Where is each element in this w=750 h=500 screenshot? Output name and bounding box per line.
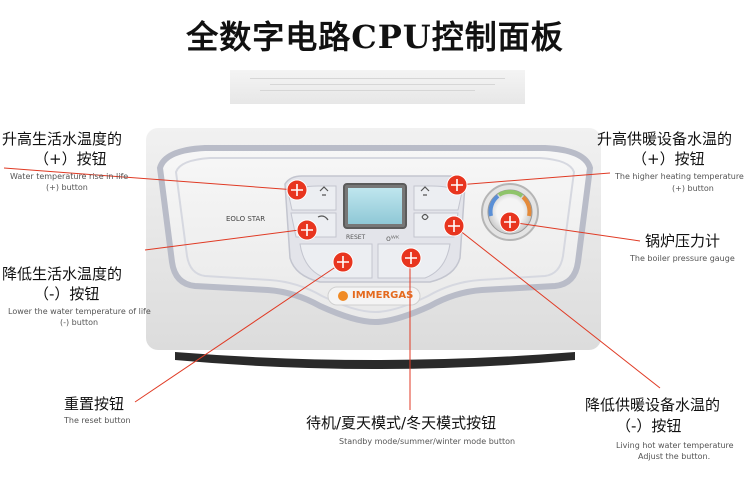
marker-dhw-down (296, 219, 318, 241)
callout-dhw-up-en2: (+) button (46, 183, 88, 192)
callout-heat-up-cn2: （+）按钮 (632, 150, 705, 168)
callout-dhw-down-en2: (-) button (60, 318, 99, 327)
callout-dhw-down-cn2: （-）按钮 (34, 285, 100, 303)
callout-reset-en: The reset button (64, 416, 131, 425)
immergas-logo (327, 286, 421, 306)
reset-label: RESET (346, 234, 366, 241)
marker-heat-down (443, 215, 465, 237)
callout-heat-up-en1: The higher heating temperature (615, 172, 744, 181)
callout-gauge-cn: 锅炉压力计 (645, 232, 721, 250)
brand-label: IMMERGAS (352, 290, 414, 301)
callout-heat-up-en2: (+) button (672, 184, 714, 193)
callout-mode-cn: 待机/夏天模式/冬天模式按钮 (306, 414, 497, 432)
model-label: EOLO STAR (226, 215, 266, 223)
marker-dhw-up (286, 179, 308, 201)
decorative-strip (230, 70, 525, 104)
callout-dhw-up-en1: Water temperature rise in life (10, 172, 129, 181)
marker-mode (400, 247, 422, 269)
marker-gauge (499, 211, 521, 233)
marker-heat-up (446, 174, 468, 196)
callout-dhw-up-cn1: 升高生活水温度的 (2, 130, 123, 148)
callout-heat-down-en2: Adjust the button. (638, 452, 711, 461)
callout-heat-down-en1: Living hot water temperature (616, 441, 734, 450)
callout-reset-cn: 重置按钮 (64, 395, 125, 413)
callout-mode-en: Standby mode/summer/winter mode button (339, 437, 516, 446)
callout-dhw-down-en1: Lower the water temperature of life (8, 307, 151, 316)
page-title: 全数字电路CPU控制面板 (186, 18, 564, 56)
callout-heat-down-cn2: （-）按钮 (616, 417, 682, 435)
svg-text:ᴏᵂᴷ: ᴏᵂᴷ (386, 234, 400, 243)
callout-heat-down-cn1: 降低供暖设备水温的 (585, 396, 721, 414)
callout-dhw-up-cn2: （+）按钮 (34, 150, 107, 168)
marker-reset (332, 251, 354, 273)
callout-dhw-down-cn1: 降低生活水温度的 (2, 265, 123, 283)
callout-heat-up-cn1: 升高供暖设备水温的 (597, 130, 733, 148)
callout-gauge-en: The boiler pressure gauge (630, 254, 735, 263)
